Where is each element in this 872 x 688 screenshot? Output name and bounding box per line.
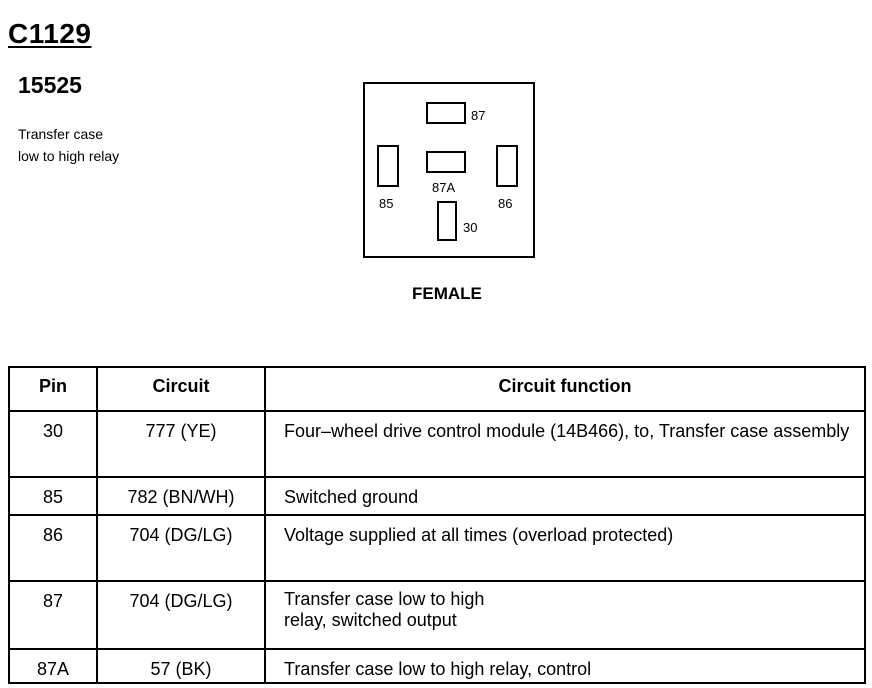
- table-row: 86 704 (DG/LG) Voltage supplied at all t…: [8, 514, 866, 582]
- column-header-function: Circuit function: [264, 366, 866, 412]
- part-number: 15525: [18, 72, 82, 98]
- column-header-pin: Pin: [8, 366, 98, 412]
- terminal-86: [496, 145, 518, 187]
- circuit-cell: 704 (DG/LG): [96, 514, 266, 582]
- column-header-circuit: Circuit: [96, 366, 266, 412]
- description-line-1: Transfer case: [18, 126, 104, 142]
- function-cell: Transfer case low to high relay, switche…: [264, 580, 866, 650]
- connector-id-title: C1129: [8, 18, 92, 49]
- function-cell: Transfer case low to high relay, control: [264, 648, 866, 684]
- function-cell: Voltage supplied at all times (overload …: [264, 514, 866, 582]
- table-row: 85 782 (BN/WH) Switched ground: [8, 476, 866, 516]
- terminal-87: [426, 102, 466, 124]
- pin-label-86: 86: [498, 196, 513, 211]
- connector-face-diagram: 87 85 87A 86 30: [363, 82, 535, 258]
- terminal-87a: [426, 151, 466, 173]
- circuit-cell: 777 (YE): [96, 410, 266, 478]
- table-header-row: Pin Circuit Circuit function: [8, 366, 866, 412]
- pin-label-87: 87: [471, 108, 486, 123]
- connector-description: Transfer case low to high relay: [18, 123, 119, 167]
- function-cell: Four–wheel drive control module (14B466)…: [264, 410, 866, 478]
- table-row: 87A 57 (BK) Transfer case low to high re…: [8, 648, 866, 684]
- pin-label-85: 85: [379, 196, 394, 211]
- terminal-85: [377, 145, 399, 187]
- pin-table: Pin Circuit Circuit function 30 777 (YE)…: [8, 366, 866, 684]
- description-line-2: low to high relay: [18, 148, 120, 164]
- pin-cell: 30: [8, 410, 98, 478]
- function-cell: Switched ground: [264, 476, 866, 516]
- circuit-cell: 782 (BN/WH): [96, 476, 266, 516]
- pin-cell: 87: [8, 580, 98, 650]
- pin-label-87a: 87A: [432, 180, 456, 195]
- circuit-cell: 57 (BK): [96, 648, 266, 684]
- terminal-30: [437, 201, 457, 241]
- pin-cell: 87A: [8, 648, 98, 684]
- pin-cell: 86: [8, 514, 98, 582]
- table-row: 30 777 (YE) Four–wheel drive control mod…: [8, 410, 866, 478]
- pin-cell: 85: [8, 476, 98, 516]
- pin-label-30: 30: [463, 220, 478, 235]
- connector-gender-label: FEMALE: [412, 284, 482, 303]
- table-row: 87 704 (DG/LG) Transfer case low to high…: [8, 580, 866, 650]
- circuit-cell: 704 (DG/LG): [96, 580, 266, 650]
